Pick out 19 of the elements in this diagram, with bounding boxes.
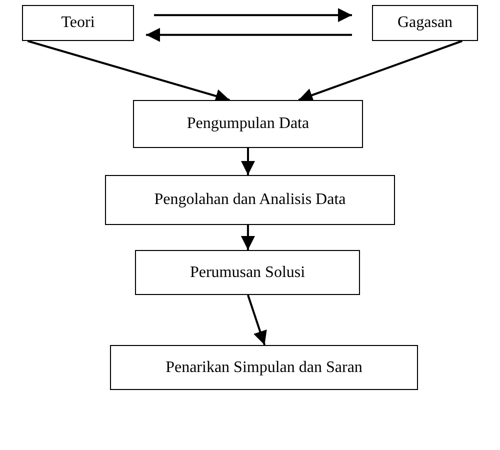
box-label: Pengolahan dan Analisis Data bbox=[154, 191, 346, 209]
box-label: Gagasan bbox=[397, 14, 453, 32]
process-box bbox=[22, 5, 134, 41]
box-label: Pengumpulan Data bbox=[186, 115, 310, 133]
arrow bbox=[240, 148, 255, 175]
process-box bbox=[135, 250, 360, 295]
process-box bbox=[105, 175, 395, 225]
arrow bbox=[298, 40, 462, 102]
arrow bbox=[146, 28, 352, 42]
box-label: Teori bbox=[61, 14, 95, 32]
arrow bbox=[154, 8, 352, 22]
process-box bbox=[110, 345, 418, 390]
arrow bbox=[240, 225, 255, 250]
arrow bbox=[27, 40, 230, 103]
arrow bbox=[247, 294, 267, 346]
process-box bbox=[372, 5, 478, 41]
box-label: Perumusan Solusi bbox=[190, 264, 306, 282]
process-box bbox=[133, 100, 363, 148]
box-label: Penarikan Simpulan dan Saran bbox=[166, 358, 362, 376]
